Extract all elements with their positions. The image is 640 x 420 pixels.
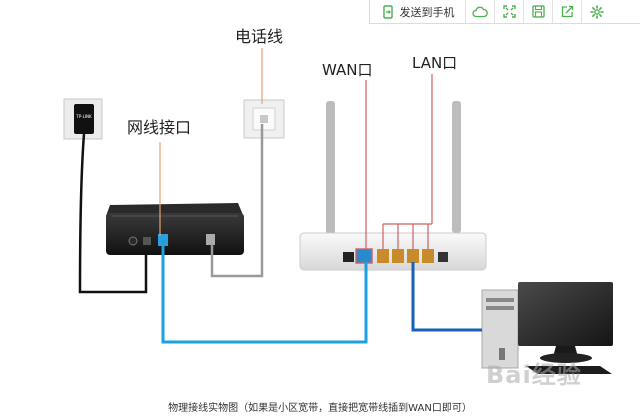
fullscreen-icon bbox=[502, 5, 516, 18]
computer-monitor bbox=[518, 282, 613, 363]
toolbar: 发送到手机 bbox=[369, 0, 640, 24]
power-cable bbox=[78, 133, 148, 294]
cloud-icon bbox=[472, 6, 488, 17]
keyboard bbox=[526, 366, 612, 374]
send-to-phone-label: 发送到手机 bbox=[399, 5, 455, 19]
baidu-jingyan-watermark: Bai经验 bbox=[486, 361, 582, 389]
phone-line-label: 电话线 bbox=[235, 27, 284, 46]
lan-port-label: LAN口 bbox=[412, 54, 458, 72]
modem bbox=[106, 203, 244, 255]
adapter-brand: TP-LINK bbox=[75, 114, 92, 119]
modem-to-wan-cable bbox=[161, 240, 368, 344]
network-port-label: 网线接口 bbox=[127, 118, 192, 137]
settings-button[interactable] bbox=[582, 0, 611, 23]
wan-port-highlight bbox=[355, 248, 373, 264]
share-button[interactable] bbox=[553, 0, 582, 23]
gear-icon bbox=[589, 4, 604, 19]
wan-port-label: WAN口 bbox=[322, 61, 373, 79]
diagram-caption: 物理接线实物图（如果是小区宽带，直接把宽带线插到WAN口即可） bbox=[168, 403, 472, 414]
router bbox=[299, 101, 487, 271]
lan-pointer-lines bbox=[382, 74, 433, 249]
phone-send-icon bbox=[382, 4, 393, 19]
save-button[interactable] bbox=[524, 0, 553, 23]
send-to-phone-button[interactable]: 发送到手机 bbox=[370, 0, 466, 23]
cloud-button[interactable] bbox=[466, 0, 495, 23]
save-icon bbox=[531, 5, 545, 18]
lan-to-computer-cable bbox=[411, 262, 482, 332]
share-icon bbox=[561, 5, 573, 18]
fullscreen-button[interactable] bbox=[495, 0, 524, 23]
phone-cable bbox=[210, 124, 264, 278]
power-adapter: TP-LINK bbox=[63, 98, 103, 140]
phone-wall-socket bbox=[243, 99, 285, 139]
